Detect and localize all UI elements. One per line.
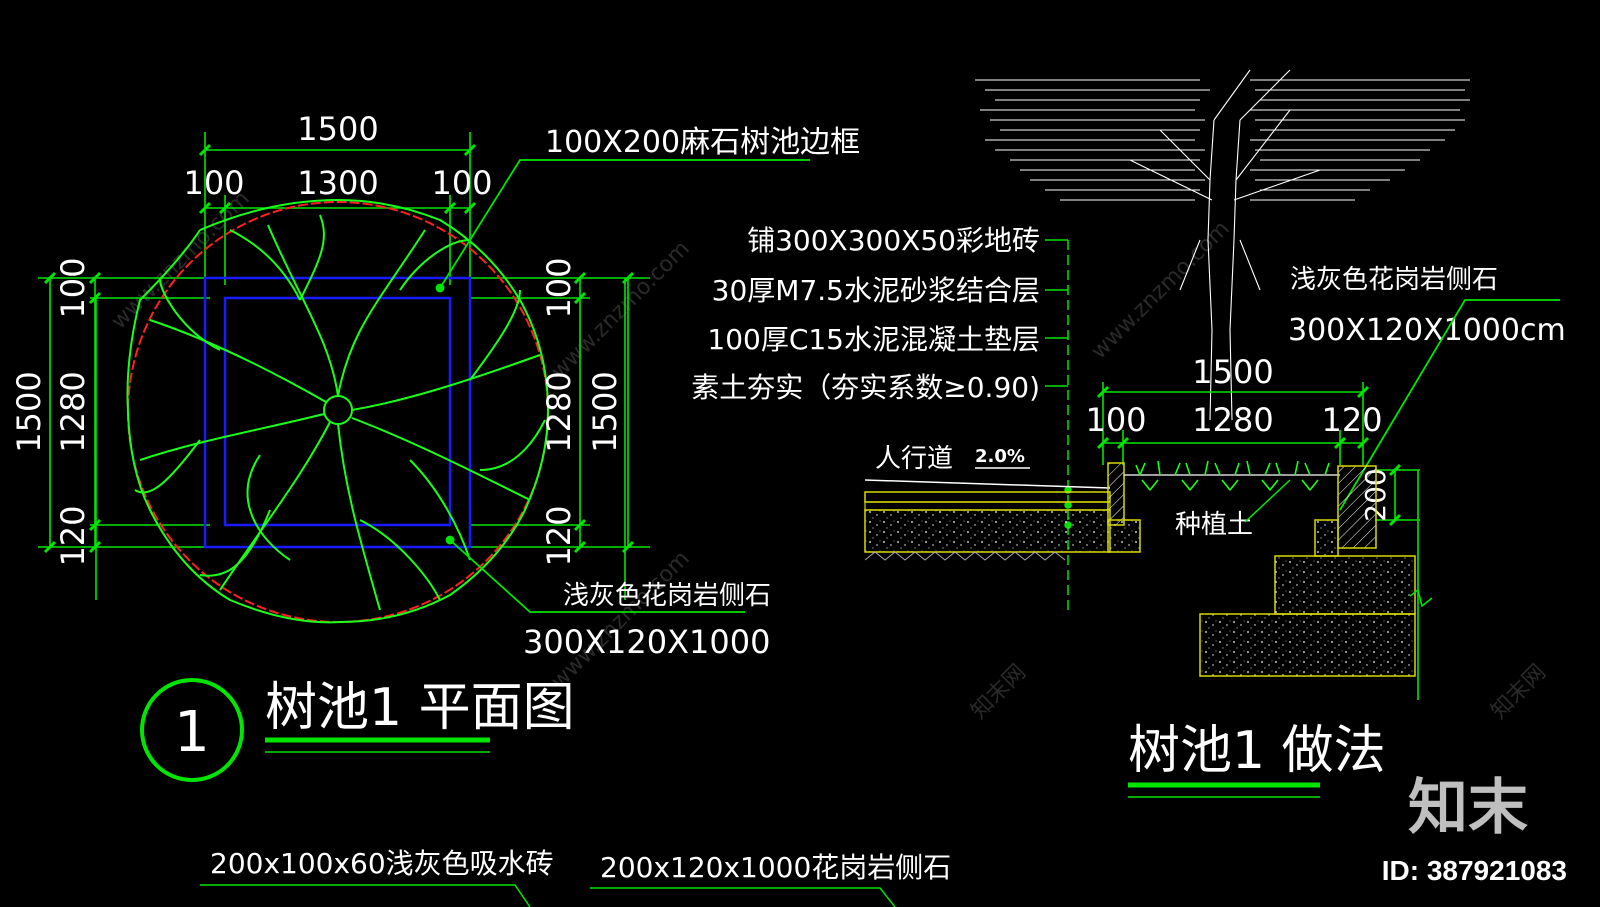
section-left-curb xyxy=(1107,462,1125,526)
note-curb-leader xyxy=(590,887,896,907)
plan-dim-top-mid: 1300 xyxy=(297,164,378,202)
section-right-curb xyxy=(1337,465,1377,549)
tree-elevation xyxy=(975,69,1470,421)
section-soil-label: 种植土 xyxy=(1175,510,1253,540)
section-break-mark xyxy=(1409,588,1433,608)
watermark-brand: 知末网 xyxy=(1487,660,1551,724)
section-slope-label: 2.0% xyxy=(975,446,1025,467)
section-foundation-lower xyxy=(1199,613,1416,677)
section-dim-total: 1500 xyxy=(1192,353,1273,391)
section-concrete-base xyxy=(864,509,1111,553)
brand-logo-text: 知末 xyxy=(1408,773,1528,843)
section-dimension-lines xyxy=(1102,382,1420,700)
note-brick: 200x100x60浅灰色吸水砖 xyxy=(210,847,554,880)
section-sidewalk-label: 人行道 xyxy=(875,444,953,474)
section-mortar-bed xyxy=(864,501,1111,511)
plan-dim-right-mid: 1280 xyxy=(540,371,578,452)
tree-pit-inner-frame xyxy=(223,296,452,527)
section-sidewalk-surface xyxy=(864,479,1111,489)
section-compacted-soil xyxy=(864,551,1066,561)
section-layer-3: 100厚C15水泥混凝土垫层 xyxy=(707,323,1040,356)
plan-dim-left-bottom: 120 xyxy=(54,505,92,566)
section-curb-leader xyxy=(1339,299,1560,511)
section-curb-name: 浅灰色花岗岩侧石 xyxy=(1290,265,1498,295)
section-layer-1: 铺300X300X50彩地砖 xyxy=(747,224,1040,257)
section-view: 铺300X300X50彩地砖 30厚M7.5水泥砂浆结合层 100厚C15水泥混… xyxy=(691,69,1566,798)
section-dim-mid: 1280 xyxy=(1192,401,1273,439)
section-grass xyxy=(1135,460,1330,491)
section-layer-2: 30厚M7.5水泥砂浆结合层 xyxy=(712,274,1040,307)
section-foundation-upper xyxy=(1274,555,1416,615)
section-dimension-ticks xyxy=(1096,385,1402,527)
section-paving-tile xyxy=(864,491,1111,503)
plan-dim-top-total: 1500 xyxy=(297,110,378,148)
section-curb-size: 300X120X1000cm xyxy=(1288,313,1566,348)
plan-callout-curb-size: 300X120X1000 xyxy=(523,623,770,661)
note-brick-leader xyxy=(200,884,531,907)
plan-leader-lines xyxy=(435,159,810,613)
plan-callout-curb-name: 浅灰色花岗岩侧石 xyxy=(563,581,771,611)
note-curb: 200x120x1000花岗岩侧石 xyxy=(600,851,951,884)
section-layer-4: 素土夯实（夯实系数≥0.90) xyxy=(691,371,1040,404)
plan-dim-left-mid: 1280 xyxy=(54,371,92,452)
section-soil-leader xyxy=(1244,479,1291,523)
watermark-url: www.znzmo.com xyxy=(547,546,695,694)
plan-dim-left-total: 1500 xyxy=(10,371,48,452)
bottom-notes: 200x100x60浅灰色吸水砖 200x120x1000花岗岩侧石 xyxy=(200,847,951,907)
plan-title-number-circle xyxy=(140,678,244,782)
section-dim-right: 120 xyxy=(1321,401,1382,439)
plan-dim-top-left: 100 xyxy=(183,164,244,202)
section-title: 树池1 做法 xyxy=(1128,721,1386,781)
watermark-brand: 知末网 xyxy=(967,660,1031,724)
section-left-curb-base xyxy=(1107,519,1141,553)
plan-dim-left-top: 100 xyxy=(54,257,92,318)
plan-title: 树池1 平面图 xyxy=(265,678,575,738)
tree-pit-outer-frame xyxy=(203,276,472,549)
section-right-curb-haunch xyxy=(1314,519,1339,557)
plan-view: 1500 100 1300 100 1500 100 1280 120 100 … xyxy=(10,110,860,782)
plan-callout-frame: 100X200麻石树池边框 xyxy=(545,125,860,160)
image-id: ID: 387921083 xyxy=(1382,855,1567,886)
watermark-url: www.znzmo.com xyxy=(1087,216,1235,364)
brand-logo: 知末 xyxy=(1408,773,1528,843)
plan-dim-top-right: 100 xyxy=(431,164,492,202)
plan-dim-right-total: 1500 xyxy=(586,371,624,452)
plan-dim-right-top: 100 xyxy=(540,257,578,318)
section-dim-left: 100 xyxy=(1085,401,1146,439)
plan-dimension-ticks xyxy=(43,143,635,554)
plan-dim-right-bottom: 120 xyxy=(540,505,578,566)
tree-canopy-symbol xyxy=(126,198,550,624)
plan-title-number: 1 xyxy=(174,700,210,765)
